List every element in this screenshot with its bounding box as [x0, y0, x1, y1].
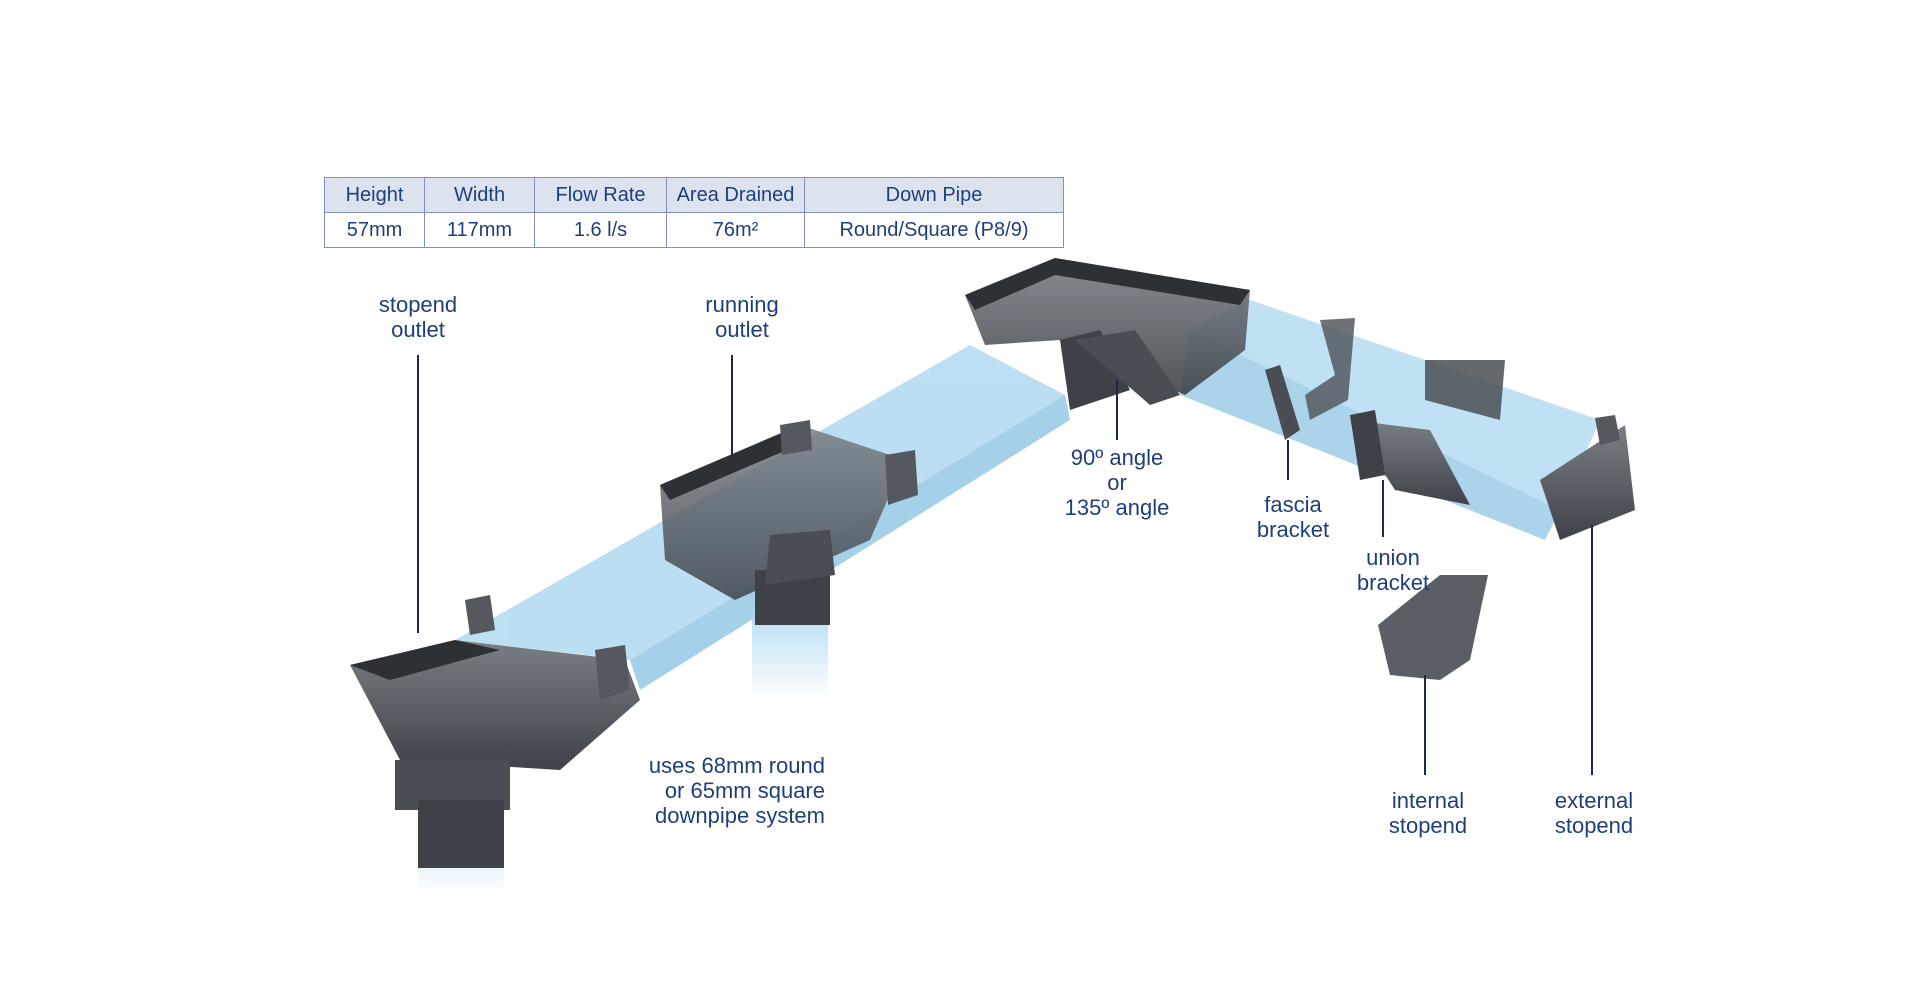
label-angle-line1: 90º angle: [1070, 445, 1164, 470]
internal-stopend-part: [1378, 575, 1488, 680]
value-down-pipe: Round/Square (P8/9): [804, 212, 1064, 248]
value-flow-rate: 1.6 l/s: [534, 212, 667, 248]
spec-table-header-row: Height Width Flow Rate Area Drained Down…: [324, 177, 1064, 213]
label-external-stopend-line1: external: [1554, 788, 1634, 813]
label-running-outlet: running outlet: [667, 292, 817, 342]
label-fascia-bracket-line2: bracket: [1256, 517, 1330, 542]
spec-table-row: 57mm 117mm 1.6 l/s 76m² Round/Square (P8…: [324, 212, 1064, 248]
label-union-bracket-line2: bracket: [1356, 570, 1430, 595]
label-angle-line2: or: [1107, 470, 1127, 495]
value-height: 57mm: [324, 212, 425, 248]
leader-lines: [417, 355, 1593, 775]
header-width: Width: [424, 177, 535, 213]
label-running-outlet-line2: outlet: [715, 317, 769, 342]
header-flow-rate: Flow Rate: [534, 177, 667, 213]
label-union-bracket: union bracket: [1323, 545, 1463, 595]
label-angle-line3: 135º angle: [1064, 495, 1170, 520]
value-area-drained: 76m²: [666, 212, 805, 248]
value-width: 117mm: [424, 212, 535, 248]
spec-table: Height Width Flow Rate Area Drained Down…: [324, 177, 1064, 248]
label-internal-stopend-line1: internal: [1391, 788, 1465, 813]
label-external-stopend: external stopend: [1524, 788, 1664, 838]
label-union-bracket-line1: union: [1366, 545, 1420, 570]
label-fascia-bracket: fascia bracket: [1223, 492, 1363, 542]
label-internal-stopend: internal stopend: [1358, 788, 1498, 838]
header-area-drained: Area Drained: [666, 177, 805, 213]
label-external-stopend-line2: stopend: [1554, 813, 1634, 838]
running-outlet-part: [660, 420, 918, 625]
union-bracket-part: [1350, 360, 1505, 505]
label-downpipe-note-line2: or 65mm square: [664, 778, 825, 803]
stopend-outlet-part: [350, 595, 640, 868]
label-fascia-bracket-line1: fascia: [1264, 492, 1322, 517]
fascia-bracket-part: [1265, 318, 1355, 440]
external-stopend-part: [1540, 415, 1635, 540]
label-stopend-outlet-line1: stopend: [378, 292, 458, 317]
label-downpipe-note-line1: uses 68mm round: [648, 753, 825, 778]
label-angle: 90º angle or 135º angle: [1032, 445, 1202, 520]
label-internal-stopend-line2: stopend: [1388, 813, 1468, 838]
label-running-outlet-line1: running: [705, 292, 779, 317]
label-stopend-outlet-line2: outlet: [391, 317, 445, 342]
label-downpipe-note-line3: downpipe system: [655, 803, 825, 828]
label-stopend-outlet: stopend outlet: [343, 292, 493, 342]
angle-part: [965, 258, 1250, 410]
header-height: Height: [324, 177, 425, 213]
label-downpipe-note: uses 68mm round or 65mm square downpipe …: [625, 753, 825, 828]
header-down-pipe: Down Pipe: [804, 177, 1064, 213]
